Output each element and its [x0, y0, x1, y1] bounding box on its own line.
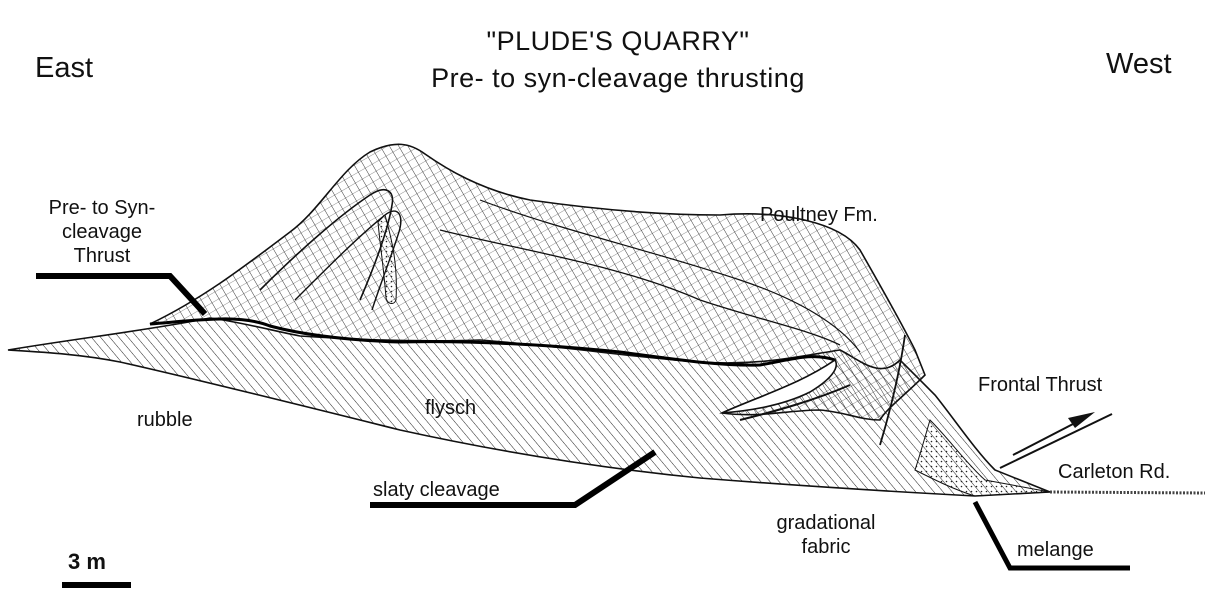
gradational-fabric-line: gradational [758, 511, 894, 535]
gradational-fabric-line: fabric [758, 535, 894, 559]
thrust-label-line: cleavage [32, 220, 172, 244]
frontal-thrust-line [1013, 424, 1073, 455]
diagram-subtitle: Pre- to syn-cleavage thrusting [358, 63, 878, 94]
carleton-rd-label: Carleton Rd. [1058, 460, 1170, 484]
poultney-label: Poultney Fm. [760, 203, 878, 227]
melange-label: melange [1017, 538, 1094, 562]
gradational-fabric-label: gradational fabric [758, 511, 894, 559]
flysch-label: flysch [425, 396, 476, 420]
carleton-road-surface [1050, 492, 1205, 493]
direction-east: East [35, 52, 93, 85]
rubble-label: rubble [137, 408, 193, 432]
scale-bar-label: 3 m [68, 550, 106, 574]
slaty-cleavage-label: slaty cleavage [373, 478, 500, 502]
thrust-label-line: Pre- to Syn- [32, 196, 172, 220]
direction-west: West [1106, 48, 1172, 81]
thrust-label-line: Thrust [32, 244, 172, 268]
frontal-thrust-label: Frontal Thrust [978, 373, 1102, 397]
thrust-label: Pre- to Syn- cleavage Thrust [32, 196, 172, 268]
diagram-title: "PLUDE'S QUARRY" [448, 26, 788, 57]
